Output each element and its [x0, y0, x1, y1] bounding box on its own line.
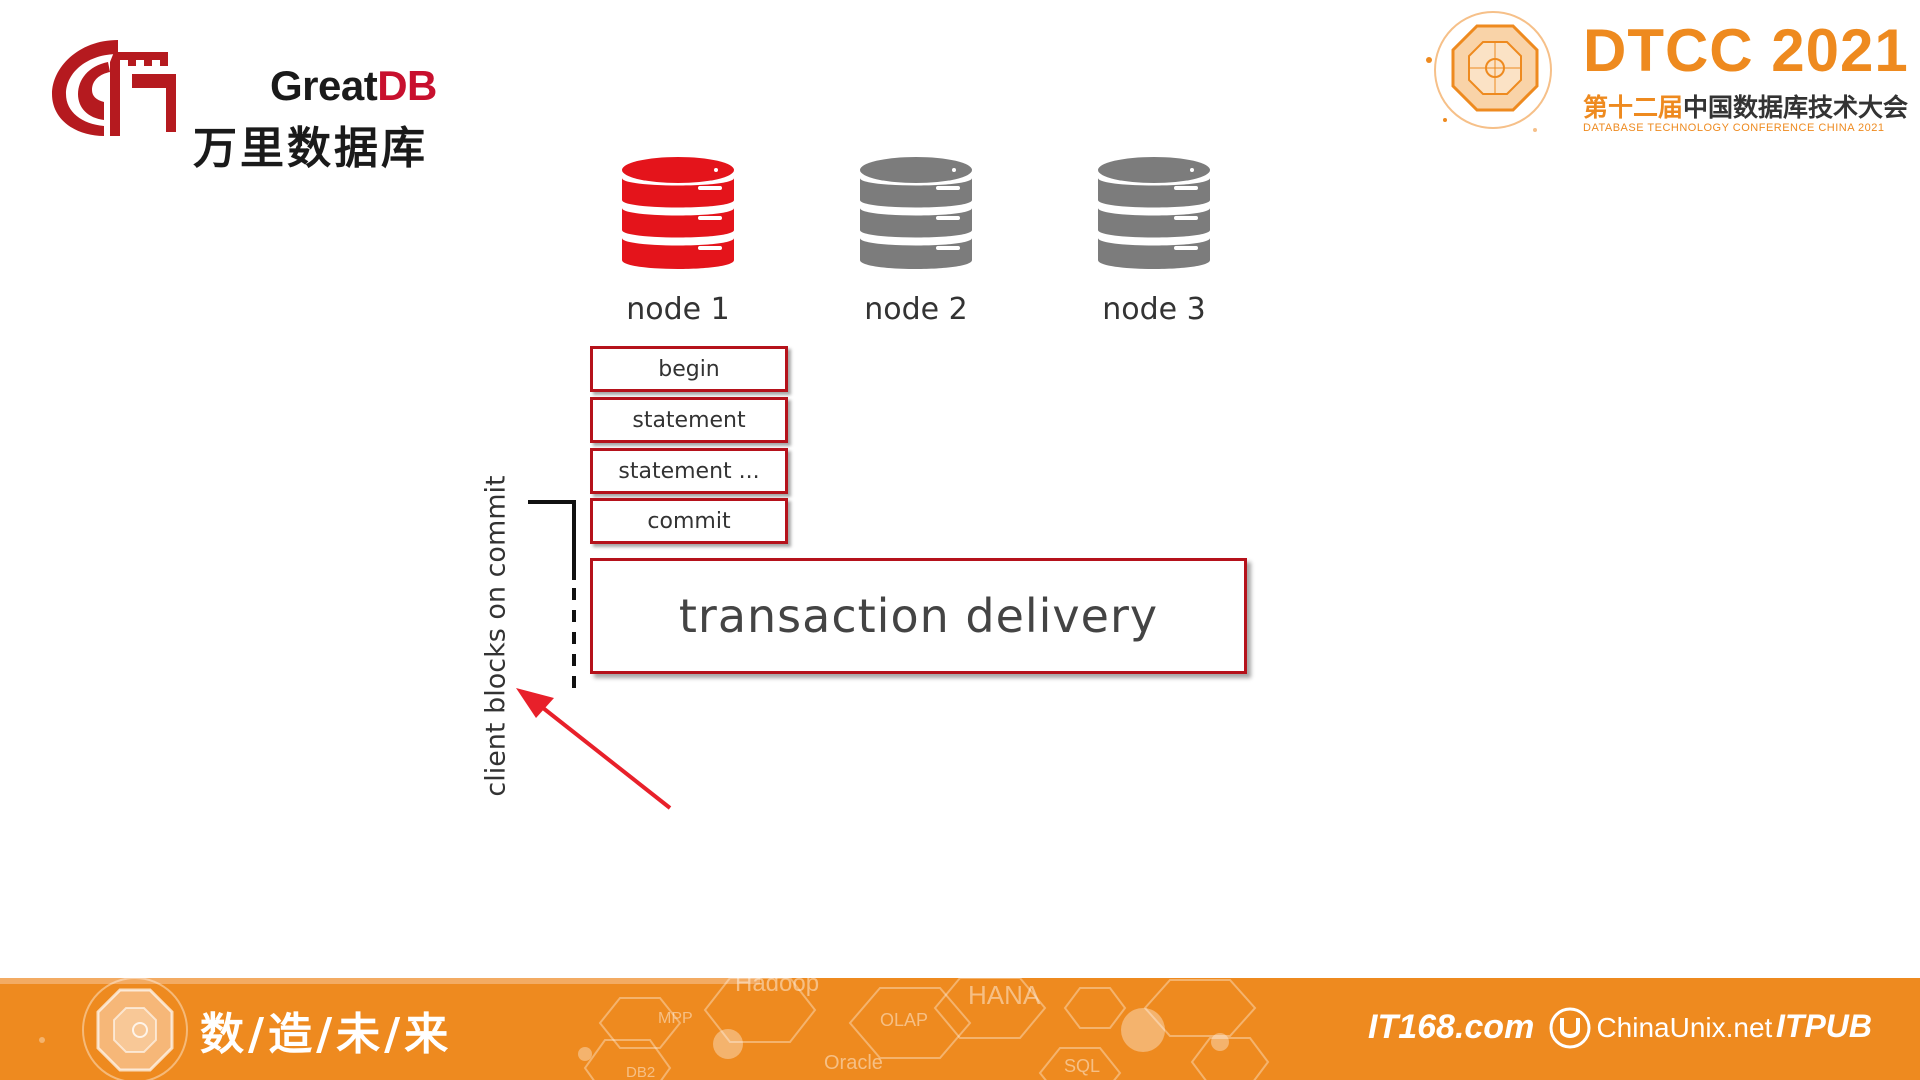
footer-bubble-olap: OLAP: [880, 1010, 928, 1031]
footer-bubble-hana: HANA: [968, 980, 1040, 1011]
footer-logo-octagon-icon: [83, 978, 187, 1080]
footer-bubble-sql: SQL: [1064, 1056, 1100, 1077]
sponsor-it168: IT168.com: [1368, 1008, 1534, 1047]
footer-bubble-db2: DB2: [626, 1064, 655, 1080]
footer-slogan: 数/造/未/来: [200, 998, 452, 1062]
client-blocks-label: client blocks on commit: [481, 475, 512, 796]
footer-bubble-oracle: Oracle: [824, 1052, 883, 1075]
chinaunix-name: ChinaUnix.net: [1596, 1012, 1772, 1043]
footer-banner: Hadoop MPP OLAP HANA DB2 Oracle SQL 数/造/…: [0, 978, 1920, 1080]
footer-bubble-mpp: MPP: [658, 1010, 693, 1028]
blocking-bracket-line: [528, 502, 574, 580]
footer-bubble-hadoop: Hadoop: [735, 978, 819, 998]
arrow-shaft: [538, 704, 670, 808]
sponsor-chinaunix: ChinaUnix.net: [1548, 1006, 1772, 1050]
chinaunix-logo-icon: [1548, 1006, 1592, 1050]
sponsor-itpub: ITPUB: [1776, 1008, 1872, 1045]
